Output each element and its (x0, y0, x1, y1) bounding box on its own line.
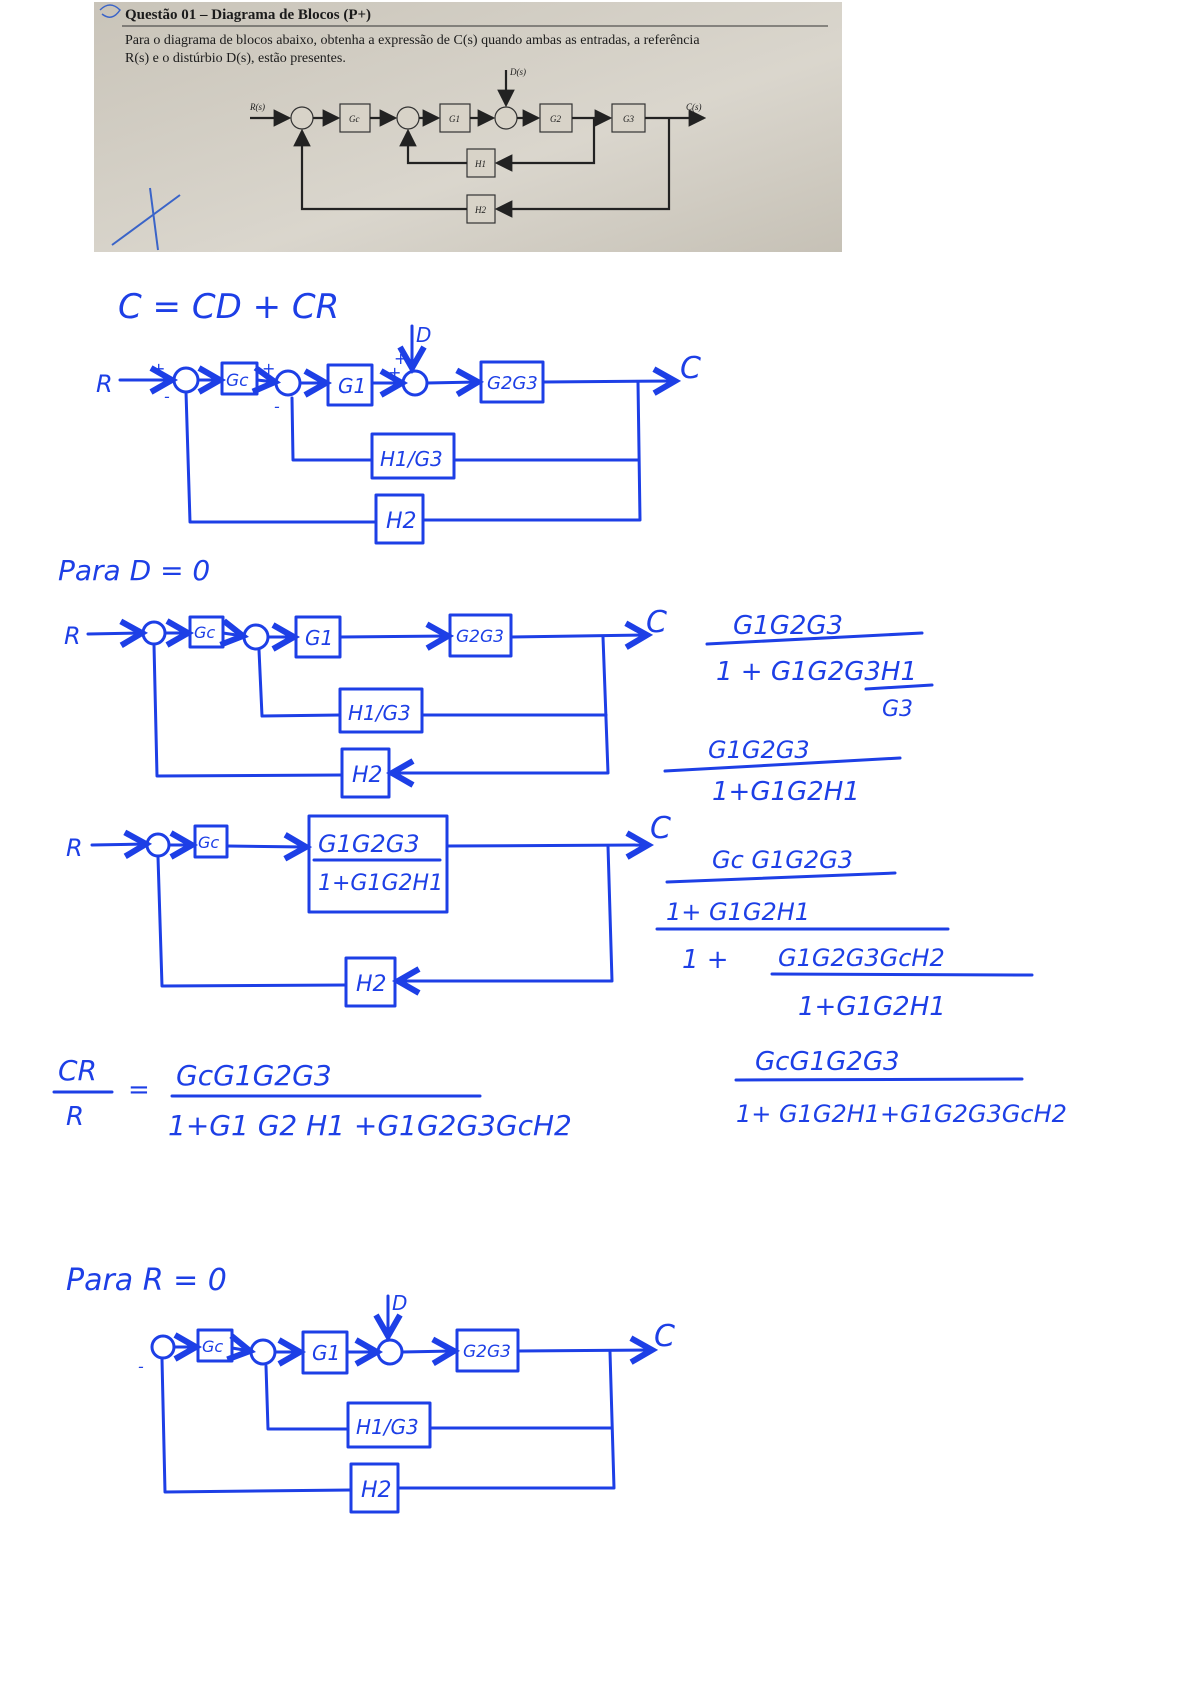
svg-text:+: + (152, 359, 165, 378)
svg-text:G1: G1 (312, 1341, 340, 1365)
svg-text:H1: H1 (474, 159, 486, 169)
svg-text:R: R (66, 834, 83, 862)
svg-text:+: + (394, 349, 407, 368)
fraction-step-3: Gc G1G2G3 1+ G1G2H1 1 + G1G2G3GcH2 1+G1G… (655, 846, 1034, 1022)
svg-text:R: R (64, 622, 81, 650)
case-r-zero: Para R = 0 (66, 1263, 227, 1298)
handwritten-diagram-r-zero: - Gc G1 D G2G3 C H1/G3 H2 (138, 1291, 675, 1514)
svg-text:C: C (654, 1319, 675, 1354)
svg-text:H2: H2 (474, 205, 486, 215)
svg-text:1 + G1G2G3H1: 1 + G1G2G3H1 (716, 657, 917, 687)
svg-text:G1: G1 (449, 114, 460, 124)
svg-text:C(s): C(s) (686, 102, 702, 112)
svg-text:R: R (96, 370, 113, 398)
svg-text:+: + (388, 363, 401, 382)
svg-text:1+G1 G2 H1 +G1G2G3GcH2: 1+G1 G2 H1 +G1G2G3GcH2 (168, 1109, 572, 1142)
svg-text:H1/G3: H1/G3 (380, 447, 443, 471)
svg-text:Gc: Gc (202, 1337, 223, 1356)
svg-text:-: - (138, 1357, 144, 1376)
svg-text:+: + (262, 359, 275, 378)
svg-text:Gc: Gc (194, 623, 215, 642)
closed-loop-result-cr: CR R = GcG1G2G3 1+G1 G2 H1 +G1G2G3GcH2 (52, 1054, 572, 1142)
fraction-step-2: G1G2G3 1+G1G2H1 (663, 736, 902, 807)
svg-text:G2: G2 (550, 114, 561, 124)
svg-text:GcG1G2G3: GcG1G2G3 (176, 1059, 332, 1092)
svg-text:G1: G1 (338, 374, 366, 398)
svg-text:H1/G3: H1/G3 (348, 701, 411, 725)
handwritten-diagram-d-zero: R Gc G1 G2G3 C H1/G3 H2 (64, 605, 667, 799)
svg-text:G1: G1 (305, 626, 333, 650)
svg-text:D: D (416, 323, 431, 347)
svg-text:Gc: Gc (226, 371, 249, 391)
svg-text:R: R (66, 1102, 84, 1132)
svg-text:-: - (274, 397, 280, 416)
question-prompt-line1: Para o diagrama de blocos abaixo, obtenh… (125, 33, 700, 48)
question-prompt-line2: R(s) e o distúrbio D(s), estão presentes… (125, 51, 346, 66)
question-title: Questão 01 – Diagrama de Blocos (P+) (125, 7, 371, 23)
svg-text:1+ G1G2H1+G1G2G3GcH2: 1+ G1G2H1+G1G2G3GcH2 (736, 1100, 1067, 1128)
svg-text:R(s): R(s) (249, 102, 265, 112)
svg-text:Gc: Gc (198, 833, 219, 852)
fraction-step-1: G1G2G3 1 + G1G2G3H1 G3 (705, 611, 934, 722)
svg-text:C: C (650, 811, 671, 846)
svg-text:G2G3: G2G3 (456, 627, 504, 647)
svg-text:G2G3: G2G3 (487, 373, 538, 394)
svg-text:G3: G3 (882, 697, 913, 722)
svg-text:1+G1G2H1: 1+G1G2H1 (318, 871, 443, 896)
pen-mark-icon (99, 4, 121, 18)
svg-text:G3: G3 (623, 114, 634, 124)
svg-text:C: C (680, 351, 701, 386)
svg-text:G2G3: G2G3 (463, 1342, 511, 1362)
pen-cross-mark-icon (111, 187, 181, 251)
svg-text:1+G1G2H1: 1+G1G2H1 (712, 777, 860, 807)
svg-text:GcG1G2G3: GcG1G2G3 (755, 1047, 900, 1077)
svg-text:D: D (392, 1291, 407, 1315)
svg-text:G1G2G3GcH2: G1G2G3GcH2 (778, 944, 945, 972)
svg-text:Gc: Gc (349, 114, 360, 124)
svg-text:1 +: 1 + (682, 945, 729, 975)
main-equation: C = CD + CR (118, 287, 339, 327)
original-block-diagram: R(s) C(s) D(s) Gc G1 G2 G3 H1 (249, 67, 707, 224)
svg-text:H2: H2 (352, 763, 383, 788)
svg-text:D(s): D(s) (509, 67, 526, 77)
fraction-step-4: GcG1G2G3 1+ G1G2H1+G1G2G3GcH2 (734, 1047, 1067, 1128)
handwritten-diagram-full: R + - Gc + - G1 D + + G2G3 C H1/G3 H2 (96, 323, 701, 545)
svg-text:C: C (646, 605, 667, 640)
svg-text:G1G2G3: G1G2G3 (708, 736, 810, 764)
svg-text:1+ G1G2H1: 1+ G1G2H1 (666, 898, 810, 926)
svg-text:1+G1G2H1: 1+G1G2H1 (798, 992, 946, 1022)
case-d-zero: Para D = 0 (58, 554, 210, 587)
svg-text:=: = (128, 1075, 150, 1105)
svg-text:G1G2G3: G1G2G3 (318, 830, 420, 858)
svg-text:G1G2G3: G1G2G3 (733, 611, 843, 641)
svg-text:H2: H2 (356, 972, 387, 997)
svg-text:CR: CR (58, 1054, 97, 1087)
svg-text:H2: H2 (361, 1478, 392, 1503)
svg-text:Gc G1G2G3: Gc G1G2G3 (712, 846, 853, 874)
svg-text:-: - (164, 387, 170, 406)
handwritten-diagram-reduced: R Gc G1G2G3 1+G1G2H1 C H2 (66, 811, 671, 1008)
svg-text:H1/G3: H1/G3 (356, 1415, 419, 1439)
question-photo: Questão 01 – Diagrama de Blocos (P+) Par… (94, 2, 842, 252)
svg-text:H2: H2 (386, 509, 417, 534)
